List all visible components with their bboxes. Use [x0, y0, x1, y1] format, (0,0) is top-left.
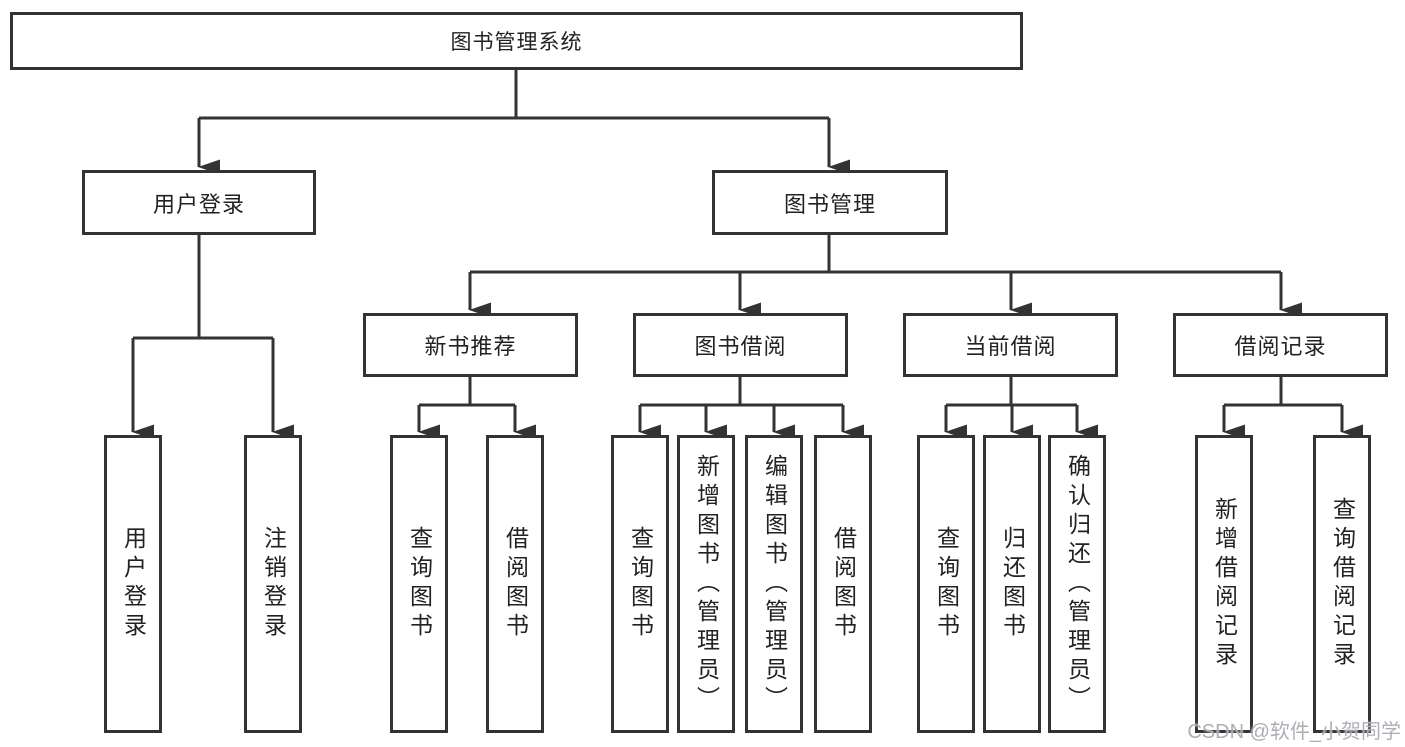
node-book-management-branch: 图书管理 — [712, 170, 948, 235]
leaf-add-borrow-record: 新增借阅记录 — [1195, 435, 1253, 733]
node-current-borrowing: 当前借阅 — [903, 313, 1118, 377]
leaf-logout: 注销登录 — [244, 435, 302, 733]
node-book-borrowing: 图书借阅 — [633, 313, 848, 377]
leaf-edit-books-admin: 编辑图书（管理员） — [745, 435, 803, 733]
csdn-watermark: CSDN @软件_小贺同学 — [1187, 721, 1401, 743]
leaf-user-login: 用户登录 — [104, 435, 162, 733]
leaf-query-borrow-record: 查询借阅记录 — [1313, 435, 1371, 733]
node-borrowing-records: 借阅记录 — [1173, 313, 1388, 377]
leaf-add-books-admin: 新增图书（管理员） — [677, 435, 735, 733]
node-new-book-recommendation: 新书推荐 — [363, 313, 578, 377]
node-library-management-system: 图书管理系统 — [10, 12, 1023, 70]
leaf-borrow-books-2: 借阅图书 — [814, 435, 872, 733]
node-user-login-branch: 用户登录 — [82, 170, 316, 235]
leaf-query-books-3: 查询图书 — [917, 435, 975, 733]
leaf-confirm-return-admin: 确认归还（管理员） — [1048, 435, 1106, 733]
leaf-return-books: 归还图书 — [983, 435, 1041, 733]
leaf-query-books-1: 查询图书 — [390, 435, 448, 733]
leaf-borrow-books-1: 借阅图书 — [486, 435, 544, 733]
leaf-query-books-2: 查询图书 — [611, 435, 669, 733]
